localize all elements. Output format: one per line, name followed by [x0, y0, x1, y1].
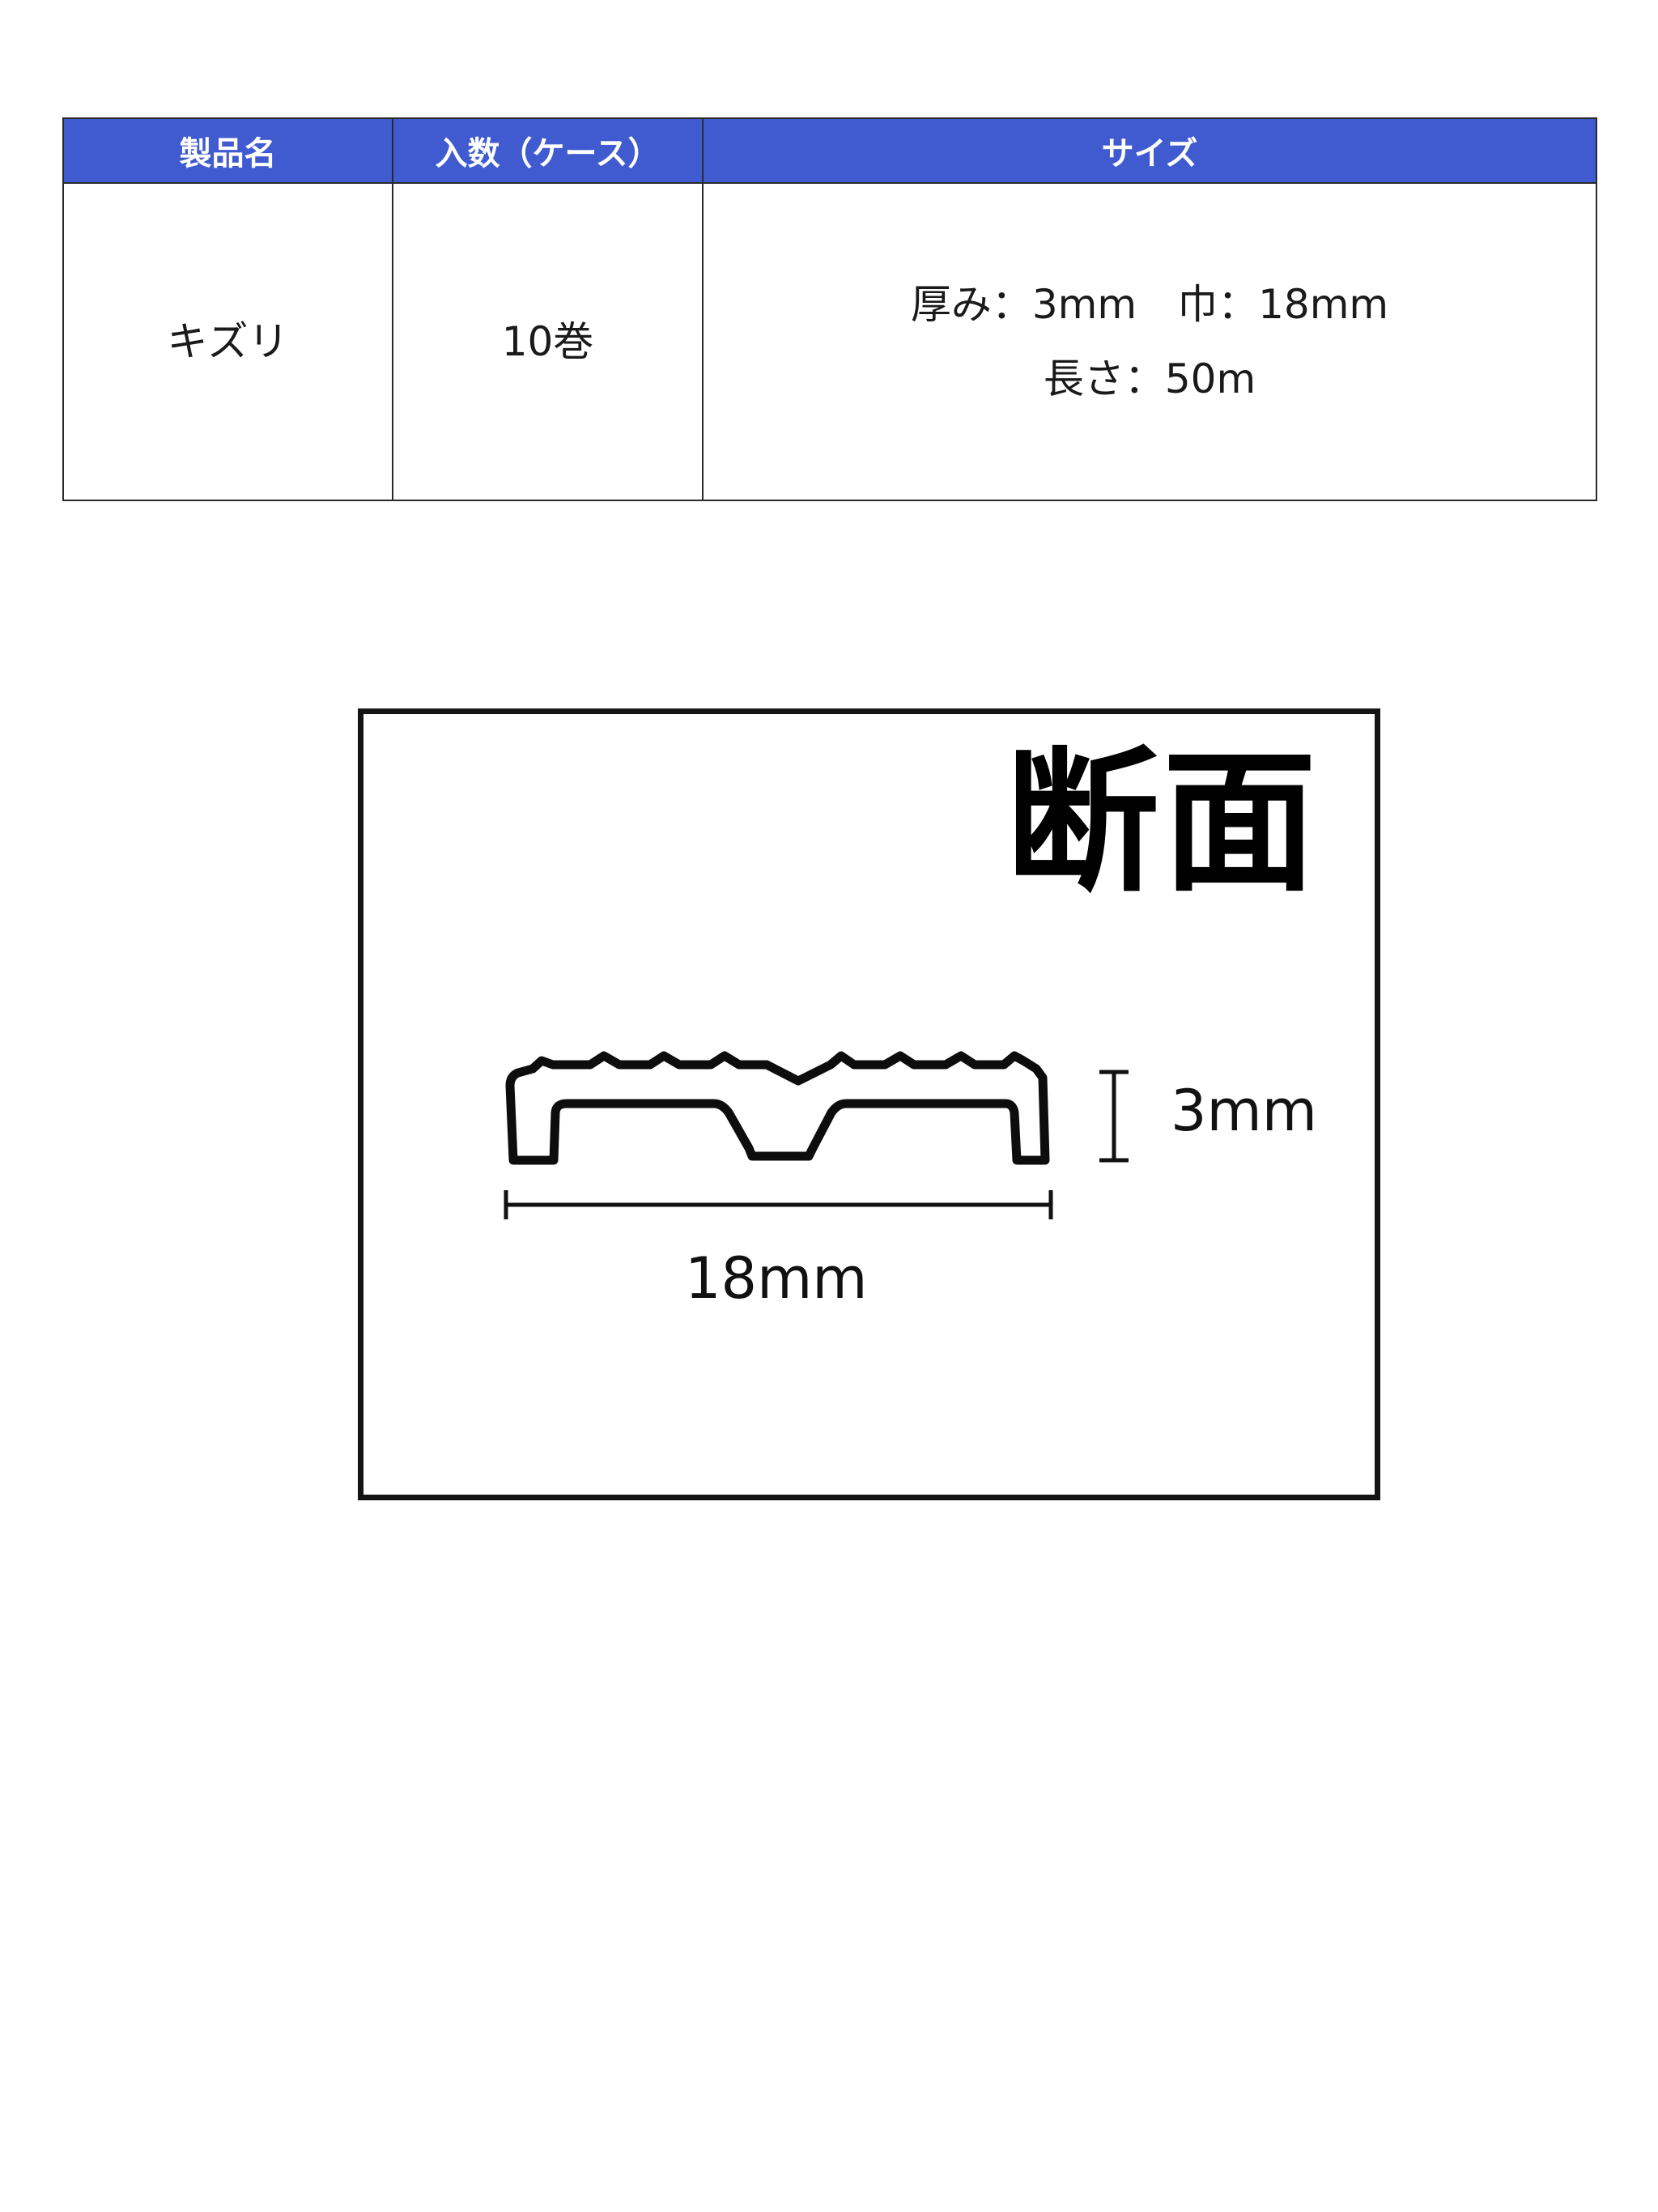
profile-outline [505, 1051, 1050, 1165]
width-dimension-label: 18mm [685, 1245, 868, 1312]
header-size: サイズ [702, 117, 1597, 184]
header-quantity: 入数（ケース） [392, 117, 704, 184]
height-dimension-marker [1099, 1070, 1129, 1163]
width-dimension-marker [504, 1190, 1053, 1219]
size-length: 長さ：50m [1043, 355, 1256, 402]
cross-section-title: 断面 [1005, 734, 1320, 912]
cell-quantity: 10巻 [392, 182, 704, 501]
cross-section-diagram [504, 1051, 1129, 1219]
size-thickness-width: 厚み：3mm 巾：18mm [910, 281, 1389, 328]
cross-section-panel: 断面 3mm 18mm [358, 708, 1380, 1500]
cell-product-name: キズリ [62, 182, 393, 501]
product-spec-table: 製品名 入数（ケース） サイズ キズリ 10巻 厚み：3mm 巾：18mm 長さ… [62, 117, 1597, 501]
table-row: キズリ 10巻 厚み：3mm 巾：18mm 長さ：50m [62, 182, 1597, 501]
cell-size: 厚み：3mm 巾：18mm 長さ：50m [702, 182, 1597, 501]
header-product-name: 製品名 [62, 117, 393, 184]
table-header-row: 製品名 入数（ケース） サイズ [62, 117, 1597, 184]
height-dimension-label: 3mm [1171, 1078, 1317, 1144]
